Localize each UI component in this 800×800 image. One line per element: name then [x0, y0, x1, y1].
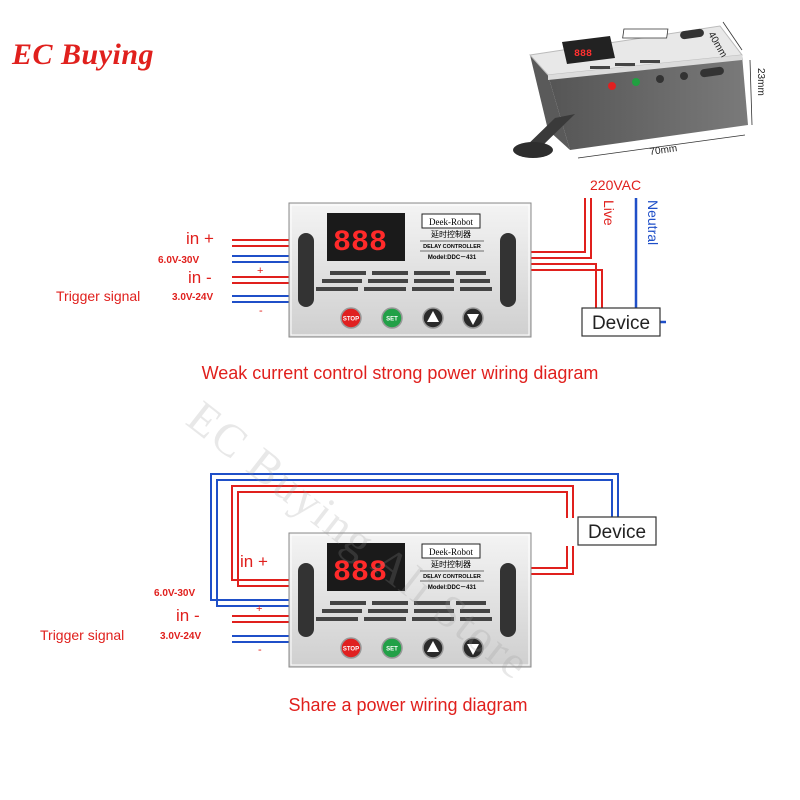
in-plus-label: in + — [186, 229, 214, 248]
chinese-label: 延时控制器 — [431, 559, 471, 569]
stop-button[interactable]: STOP — [340, 637, 362, 659]
model-label: Model:DDC－431 — [428, 255, 477, 261]
down-button[interactable] — [462, 307, 484, 329]
supply-range-label: 6.0V-30V — [154, 588, 195, 599]
model-label: Model:DDC－431 — [428, 585, 477, 591]
up-button[interactable] — [422, 637, 444, 659]
led-display — [327, 543, 405, 591]
up-button[interactable] — [422, 307, 444, 329]
trigger-range-label: 3.0V-24V — [160, 631, 201, 642]
trigger-signal-label: Trigger signal — [40, 627, 124, 643]
product-photo: 888 — [513, 21, 753, 159]
minus-sign: - — [258, 644, 262, 656]
live-label: Live — [601, 200, 617, 226]
supply-range-label: 6.0V-30V — [158, 255, 199, 266]
svg-text:SET: SET — [386, 317, 398, 323]
in-minus-label: in - — [188, 268, 212, 287]
device-label: Device — [588, 522, 646, 543]
triangle-up-icon — [427, 311, 439, 322]
brand-label: Deek-Robot — [429, 547, 473, 557]
vent-slots — [316, 271, 492, 291]
led-display — [327, 213, 405, 261]
triangle-down-icon — [467, 314, 479, 325]
caption-1: Weak current control strong power wiring… — [202, 363, 599, 383]
brand-label: Deek-Robot — [429, 217, 473, 227]
in-minus-label: in - — [176, 606, 200, 625]
stop-button[interactable]: STOP — [340, 307, 362, 329]
diagram-2: 888 Deek-Robot 延时控制器 DELAY CONTROLLER Mo… — [40, 473, 657, 715]
minus-sign: - — [259, 305, 263, 317]
chinese-label: 延时控制器 — [431, 229, 471, 239]
neutral-label: Neutral — [645, 200, 661, 245]
dimension-height: 23mm — [755, 68, 766, 96]
svg-text:SET: SET — [386, 647, 398, 653]
caption-2: Share a power wiring diagram — [288, 695, 527, 715]
brand-logo: EC Buying — [12, 38, 155, 71]
set-button[interactable]: SET — [381, 307, 403, 329]
device-box — [577, 516, 657, 546]
product-line: DELAY CONTROLLER — [423, 574, 481, 580]
trigger-signal-label: Trigger signal — [56, 288, 140, 304]
product-line: DELAY CONTROLLER — [423, 244, 481, 250]
svg-text:888: 888 — [333, 556, 387, 590]
mount-slot-right — [500, 233, 516, 307]
vent-slots — [316, 601, 492, 621]
plus-sign: + — [256, 603, 262, 615]
device-label: Device — [592, 313, 650, 334]
mount-slot-left — [298, 563, 314, 637]
mount-slot-left — [298, 233, 314, 307]
ac-label: 220VAC — [590, 177, 641, 193]
in-plus-label: in + — [240, 552, 268, 571]
triangle-down-icon — [467, 644, 479, 655]
svg-text:STOP: STOP — [343, 647, 359, 653]
mount-slot-right — [500, 563, 516, 637]
diagram-1: 888 Deek-Robot 延时控制器 DELAY CONTROLLER Mo… — [56, 177, 666, 383]
trigger-range-label: 3.0V-24V — [172, 292, 213, 303]
svg-text:888: 888 — [333, 226, 387, 260]
svg-text:STOP: STOP — [343, 317, 359, 323]
set-button[interactable]: SET — [381, 637, 403, 659]
svg-text:888: 888 — [574, 49, 592, 60]
device-box — [581, 307, 661, 337]
triangle-up-icon — [427, 641, 439, 652]
dimension-length: 70mm — [649, 143, 678, 158]
plus-sign: + — [257, 265, 263, 277]
down-button[interactable] — [462, 637, 484, 659]
